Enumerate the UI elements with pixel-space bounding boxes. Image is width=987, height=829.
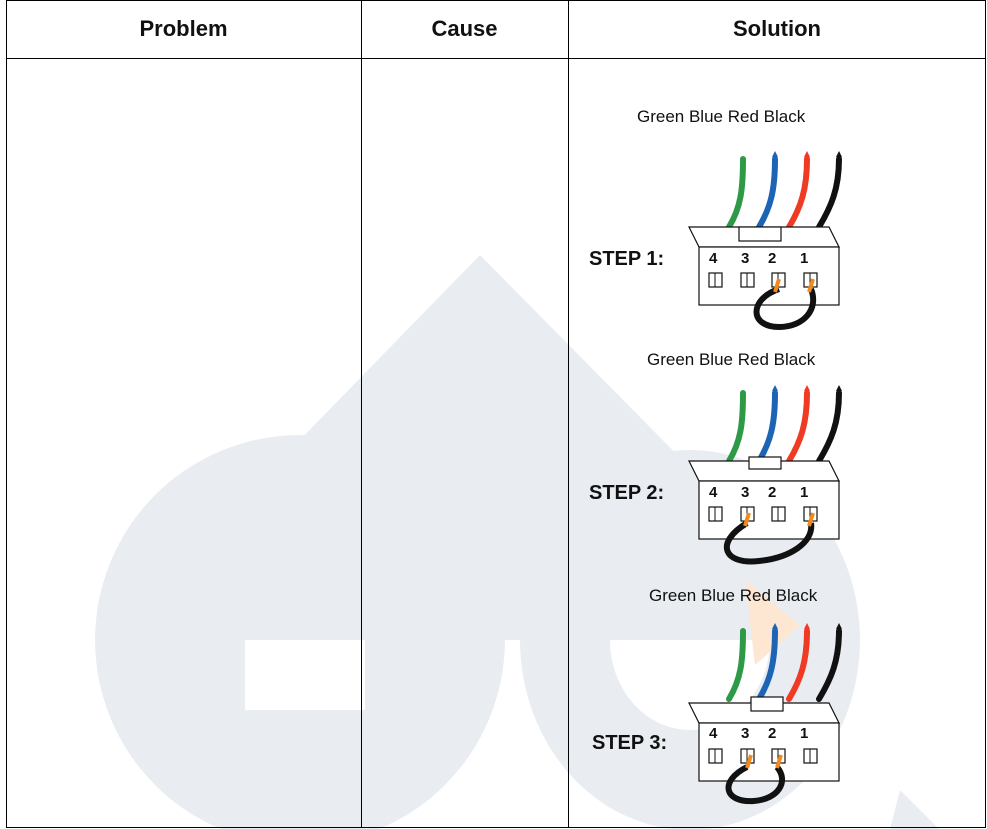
table-border-top: [6, 0, 986, 1]
step-label: STEP 3:: [592, 732, 668, 754]
step-label: STEP 2:: [589, 482, 665, 504]
header-solution: Solution: [733, 16, 821, 41]
pin-label-3: 3: [741, 725, 749, 742]
pin-label-4: 4: [709, 250, 718, 267]
pin-label-1: 1: [800, 484, 808, 501]
wire-color-caption: Green Blue Red Black: [637, 107, 806, 126]
pin-label-4: 4: [709, 725, 718, 742]
table-border-right: [985, 0, 986, 828]
header-divider: [6, 58, 986, 59]
pin-label-3: 3: [741, 484, 749, 501]
pin-label-1: 1: [800, 725, 808, 742]
header-cause: Cause: [431, 16, 498, 41]
pin-label-2: 2: [768, 484, 776, 501]
column-divider-1: [361, 0, 362, 828]
pin-label-2: 2: [768, 250, 776, 267]
header-problem: Problem: [139, 16, 228, 41]
step-label: STEP 1:: [589, 248, 665, 270]
problem-cell: [6, 59, 361, 827]
connector-diagram: 4 3 2 1: [688, 623, 842, 805]
table-border-left: [6, 0, 7, 828]
pin-label-3: 3: [741, 250, 749, 267]
connector-diagram: 4 3 2 1: [688, 385, 842, 565]
cause-cell: [362, 59, 568, 827]
solution-cell: Green Blue Red Black STEP 1: 4 3 2 1: [569, 59, 985, 827]
pin-label-4: 4: [709, 484, 718, 501]
column-divider-2: [568, 0, 569, 828]
connector-diagram: 4 3 2 1: [688, 151, 842, 331]
troubleshooting-table: Problem Cause Solution Green Blue Red Bl…: [6, 0, 986, 828]
wire-color-caption: Green Blue Red Black: [647, 350, 816, 369]
pin-label-2: 2: [768, 725, 776, 742]
table-border-bottom: [6, 827, 986, 828]
wire-color-caption: Green Blue Red Black: [649, 586, 818, 605]
pin-label-1: 1: [800, 250, 808, 267]
